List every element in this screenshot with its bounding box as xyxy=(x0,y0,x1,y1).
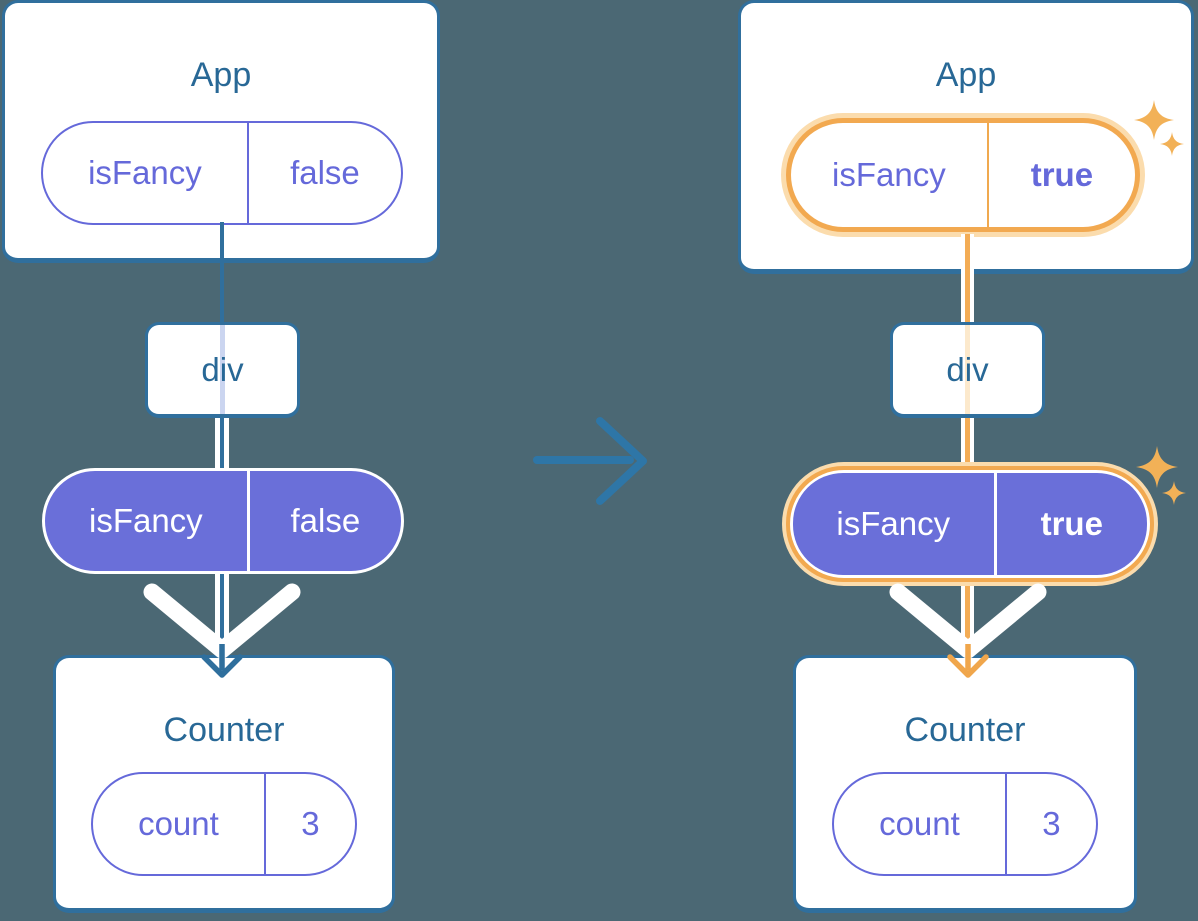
line-casing xyxy=(970,234,974,324)
after-arrowhead-icon xyxy=(947,644,989,678)
line-casing xyxy=(215,416,220,472)
after-app-prop-highlight-ring: isFancy true xyxy=(786,118,1140,232)
after-app-to-div-line xyxy=(961,234,974,324)
line-casing xyxy=(970,584,974,648)
before-counter-state-pill: count 3 xyxy=(91,772,357,876)
line-casing xyxy=(215,572,220,648)
transition-arrow-icon xyxy=(533,417,647,505)
after-pill-sparkle-big-icon xyxy=(1136,446,1178,488)
after-div-passthrough-line xyxy=(965,325,970,414)
line-casing xyxy=(224,572,229,648)
after-pill-sparkle-small-icon xyxy=(1162,481,1186,505)
line-casing xyxy=(961,416,965,472)
after-app-title: App xyxy=(935,56,997,94)
after-pill-to-counter-line xyxy=(961,584,974,648)
line-casing xyxy=(961,234,965,324)
after-app-card: App isFancy true xyxy=(738,0,1194,274)
before-app-title: App xyxy=(190,56,252,94)
after-div-node: div xyxy=(890,322,1045,418)
line-casing xyxy=(970,416,974,472)
before-pill-to-counter-line xyxy=(215,572,229,648)
before-app-to-div-line xyxy=(220,222,224,322)
before-counter-title: Counter xyxy=(163,711,285,749)
before-div-to-pill-line xyxy=(215,416,229,472)
after-app-sparkle-big-icon xyxy=(1134,100,1174,140)
before-app-prop-pill: isFancy false xyxy=(41,121,403,225)
before-app-prop-name: isFancy xyxy=(43,123,249,223)
after-passed-prop-highlight-ring: isFancy true xyxy=(786,466,1154,582)
after-counter-state-name: count xyxy=(834,774,1007,874)
after-div-to-pill-line xyxy=(961,416,974,472)
line-casing xyxy=(961,584,965,648)
after-app-prop-pill: isFancy true xyxy=(791,123,1135,227)
after-counter-state-value: 3 xyxy=(1042,805,1061,842)
before-app-prop-value: false xyxy=(290,154,360,191)
after-app-prop-name: isFancy xyxy=(791,123,989,227)
after-passed-prop-pill: isFancy true xyxy=(793,473,1147,575)
before-passed-prop-name: isFancy xyxy=(45,471,250,571)
after-counter-title: Counter xyxy=(904,711,1026,749)
after-passed-prop-white-band: isFancy true xyxy=(790,470,1150,578)
before-passed-prop-pill: isFancy false xyxy=(42,468,404,574)
before-counter-card: Counter count 3 xyxy=(53,655,395,913)
before-arrowhead-icon xyxy=(201,644,243,678)
after-counter-state-pill: count 3 xyxy=(832,772,1098,876)
after-app-prop-value: true xyxy=(1030,156,1094,193)
after-counter-card: Counter count 3 xyxy=(793,655,1137,913)
before-passed-prop-value: false xyxy=(290,502,361,539)
before-div-label: div xyxy=(201,350,244,388)
after-app-prop-highlight-glow: isFancy true xyxy=(781,113,1145,237)
line-core xyxy=(965,234,970,324)
before-div-node: div xyxy=(145,322,300,418)
line-casing xyxy=(224,416,229,472)
before-div-passthrough-line xyxy=(220,325,225,414)
after-passed-prop-name: isFancy xyxy=(793,473,997,575)
line-core xyxy=(965,584,970,648)
line-core xyxy=(220,572,224,648)
line-core xyxy=(965,416,970,472)
before-counter-state-value: 3 xyxy=(301,805,320,842)
after-div-label: div xyxy=(946,350,989,388)
after-app-sparkle-small-icon xyxy=(1160,132,1184,156)
after-passed-prop-highlight-glow: isFancy true xyxy=(782,462,1158,586)
before-counter-state-name: count xyxy=(93,774,266,874)
line-core xyxy=(220,416,224,472)
after-passed-prop-value: true xyxy=(1040,505,1103,542)
